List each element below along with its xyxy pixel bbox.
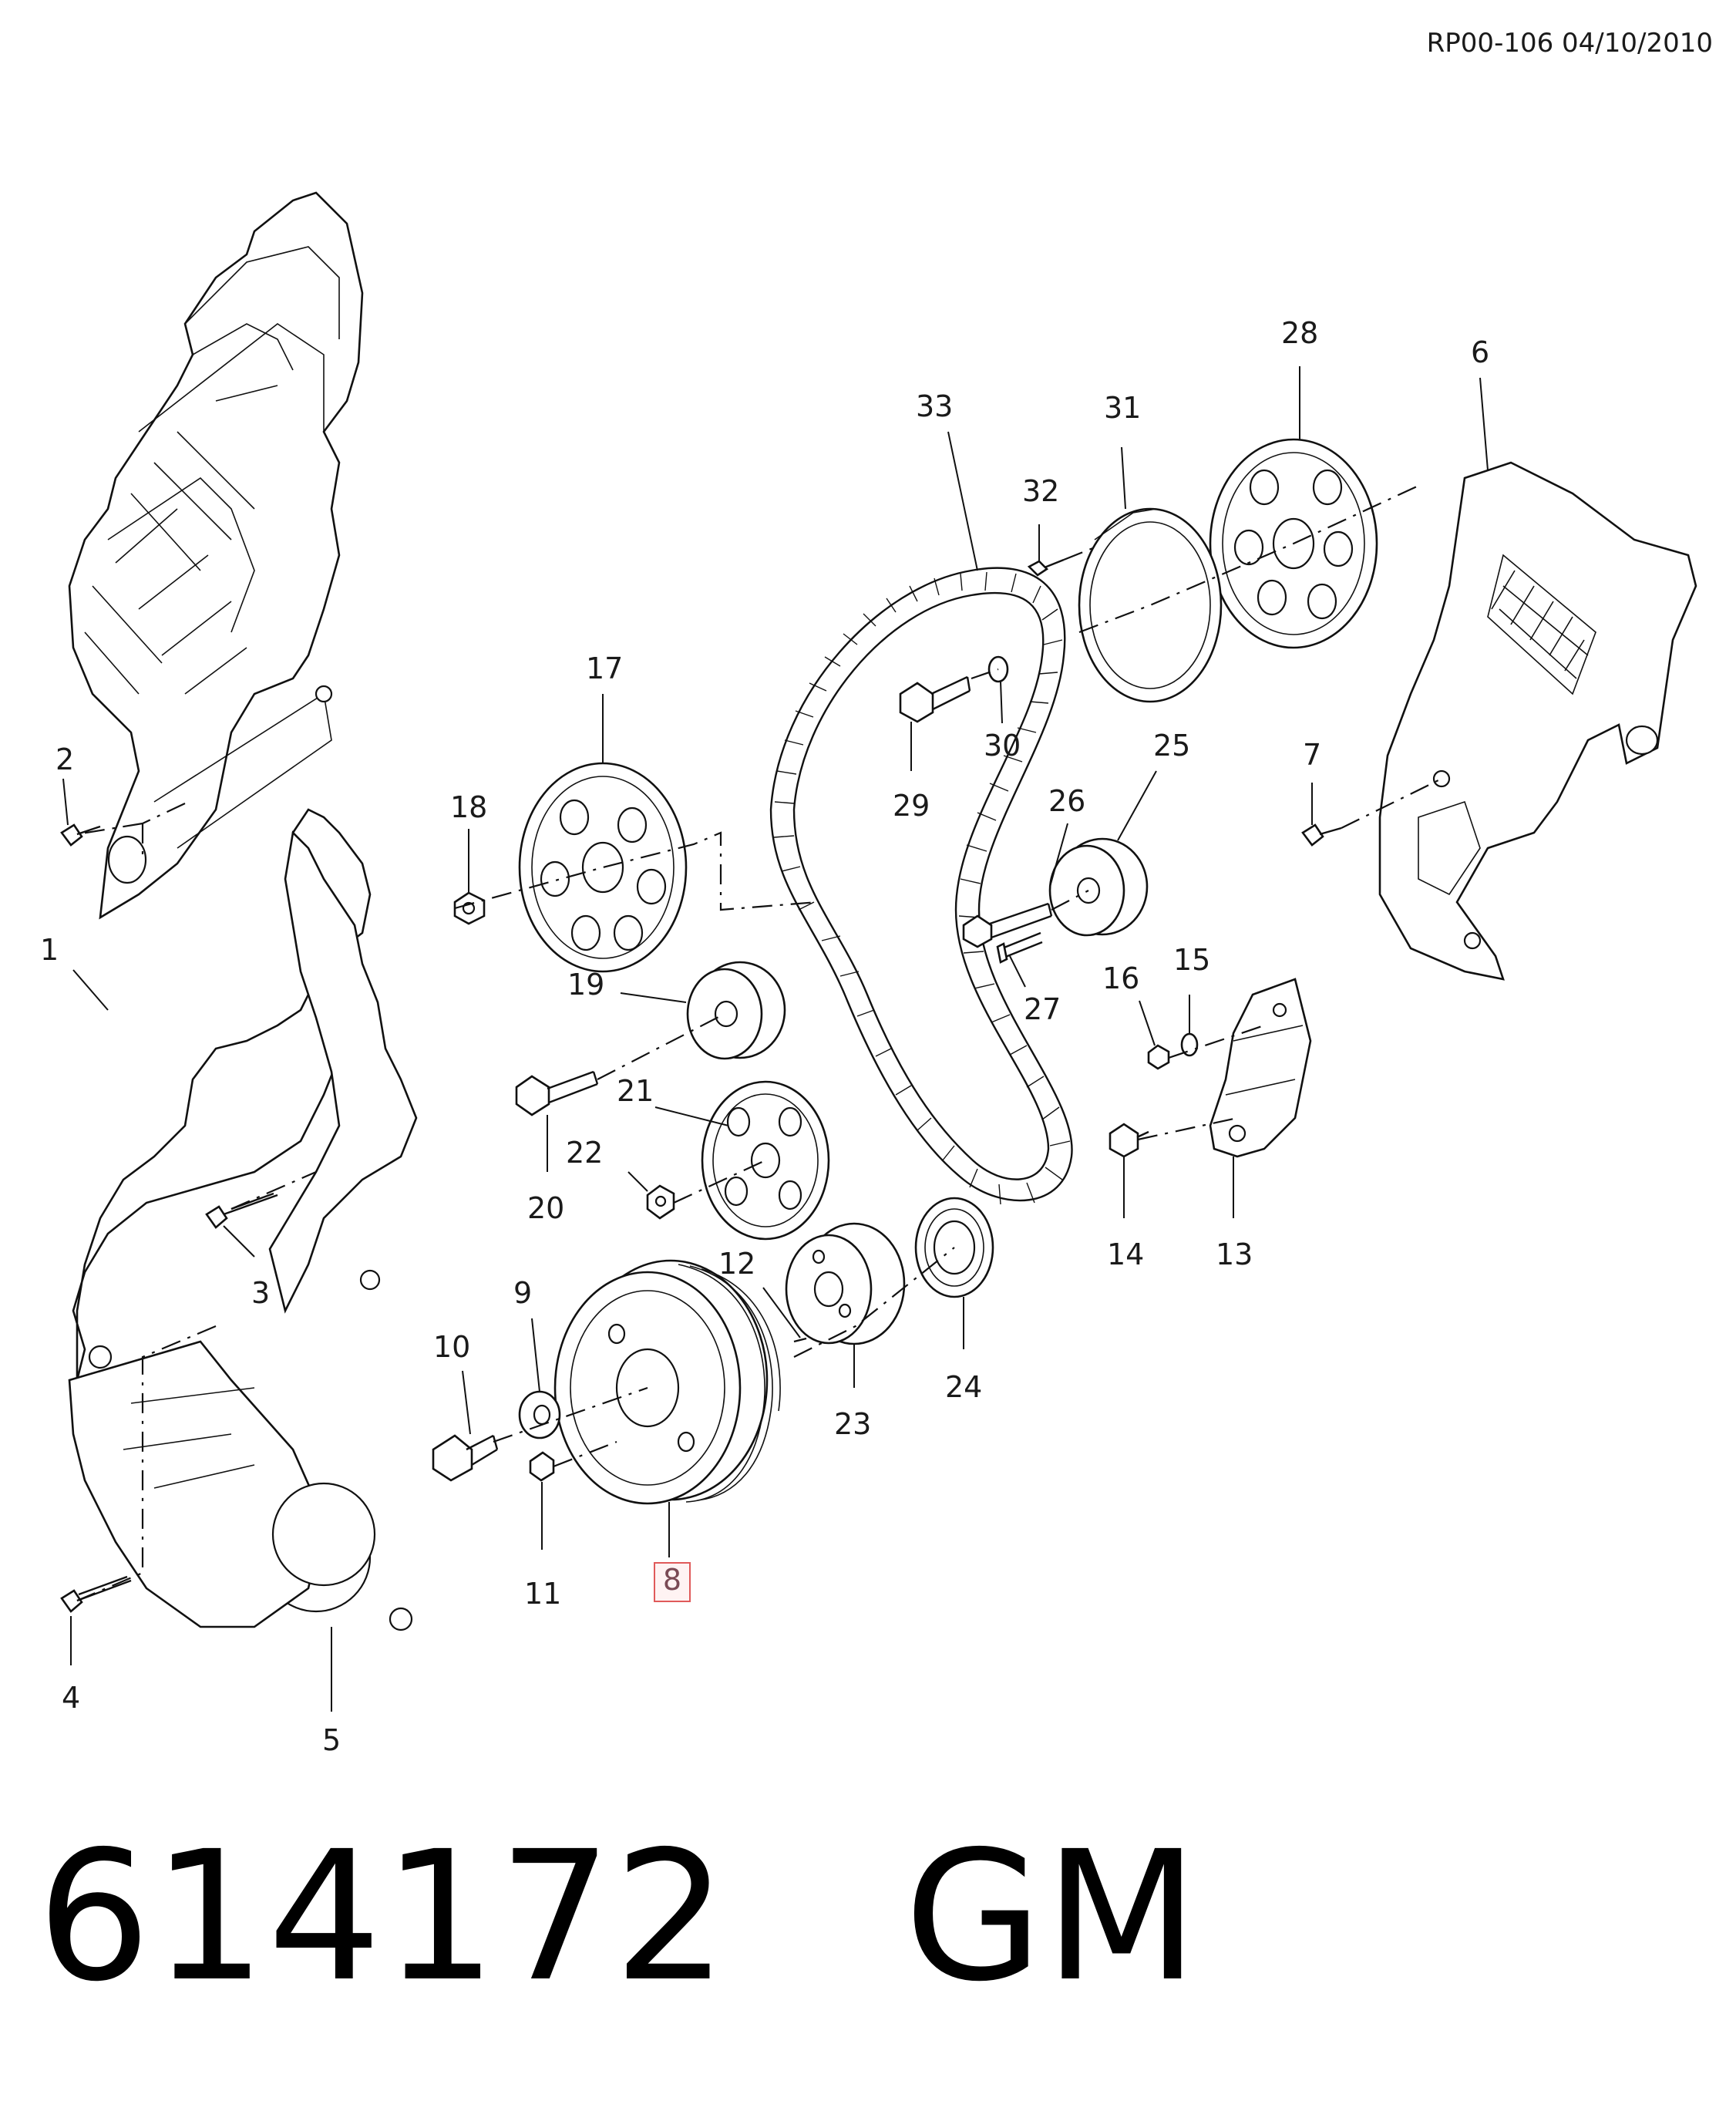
bolt-7	[1301, 823, 1342, 847]
leader-lines	[62, 366, 1489, 1712]
callout-8-highlighted[interactable]: 8	[662, 1563, 682, 1597]
callout-13: 13	[1216, 1237, 1253, 1271]
callout-23: 23	[834, 1407, 871, 1441]
callout-3: 3	[251, 1276, 270, 1310]
brand-name: GM	[903, 1813, 1200, 2021]
callout-6: 6	[1471, 335, 1489, 369]
backing-plate-31	[1078, 507, 1223, 703]
screw-32	[1027, 558, 1065, 577]
camshaft-sprocket-17	[518, 762, 688, 973]
callout-4: 4	[62, 1681, 80, 1715]
bolt-14	[1109, 1123, 1149, 1158]
crankshaft-pulley-8	[553, 1259, 781, 1505]
callout-31: 31	[1104, 391, 1141, 425]
callout-32: 32	[1022, 474, 1059, 508]
bolt-27	[996, 931, 1043, 964]
callout-10: 10	[433, 1330, 470, 1364]
callout-33: 33	[916, 389, 953, 423]
callout-29: 29	[893, 789, 930, 823]
timing-belt-33	[769, 567, 1073, 1205]
rear-cover	[1378, 461, 1697, 981]
bolt-2	[60, 823, 101, 847]
bolt-29	[899, 675, 971, 723]
callout-21: 21	[617, 1074, 654, 1108]
callout-20: 20	[527, 1191, 564, 1225]
callout-9: 9	[513, 1276, 532, 1310]
callout-17: 17	[586, 652, 623, 685]
bracket-13	[1209, 978, 1312, 1158]
callout-11: 11	[524, 1577, 561, 1611]
dowel-12	[793, 1337, 807, 1343]
title-spacer	[729, 1813, 904, 2021]
callout-1: 1	[40, 933, 59, 967]
bolt-10	[432, 1434, 499, 1482]
bolt-11	[529, 1451, 555, 1482]
callout-labels: 1 2 3 4 5 6 7 9 10 11 12 13 14 15 16 17 …	[40, 316, 1489, 1757]
highlighted-part-marker[interactable]	[654, 1562, 691, 1602]
crankshaft-sprocket-23	[785, 1222, 906, 1345]
callout-27: 27	[1024, 992, 1061, 1026]
callout-24: 24	[945, 1370, 982, 1404]
callout-19: 19	[567, 968, 604, 1002]
front-cover-upper	[68, 191, 364, 920]
callout-18: 18	[450, 790, 487, 824]
part-number: 614172	[37, 1813, 729, 2021]
sprocket-21	[701, 1080, 830, 1241]
callout-22: 22	[566, 1136, 603, 1170]
front-cover-lower	[68, 808, 418, 1631]
callout-5: 5	[322, 1723, 341, 1757]
callout-7: 7	[1303, 738, 1321, 772]
bolt-4	[60, 1575, 132, 1613]
callout-16: 16	[1102, 961, 1139, 995]
idler-pulley-19	[686, 961, 786, 1060]
callout-15: 15	[1173, 943, 1210, 977]
callout-26: 26	[1048, 784, 1085, 818]
callout-12: 12	[718, 1247, 755, 1281]
tensioner-pulley-25	[1048, 837, 1149, 937]
washer-9	[518, 1390, 561, 1439]
nut-16	[1147, 1044, 1170, 1070]
washer-15	[1180, 1032, 1199, 1057]
assembly-axes	[76, 485, 1442, 1602]
nut-22	[646, 1184, 675, 1220]
bolt-3	[205, 1192, 278, 1229]
callout-2: 2	[56, 742, 74, 776]
diagram-reference-code: RP00-106 04/10/2010	[1426, 28, 1713, 59]
part-number-title: 614172 GM	[37, 1827, 1200, 2006]
callout-30: 30	[984, 729, 1021, 763]
nut-18	[453, 891, 486, 925]
callout-14: 14	[1107, 1237, 1144, 1271]
bolt-26	[962, 902, 1053, 948]
callout-28: 28	[1281, 316, 1318, 350]
bolt-20	[515, 1070, 599, 1116]
callout-25: 25	[1153, 729, 1190, 763]
